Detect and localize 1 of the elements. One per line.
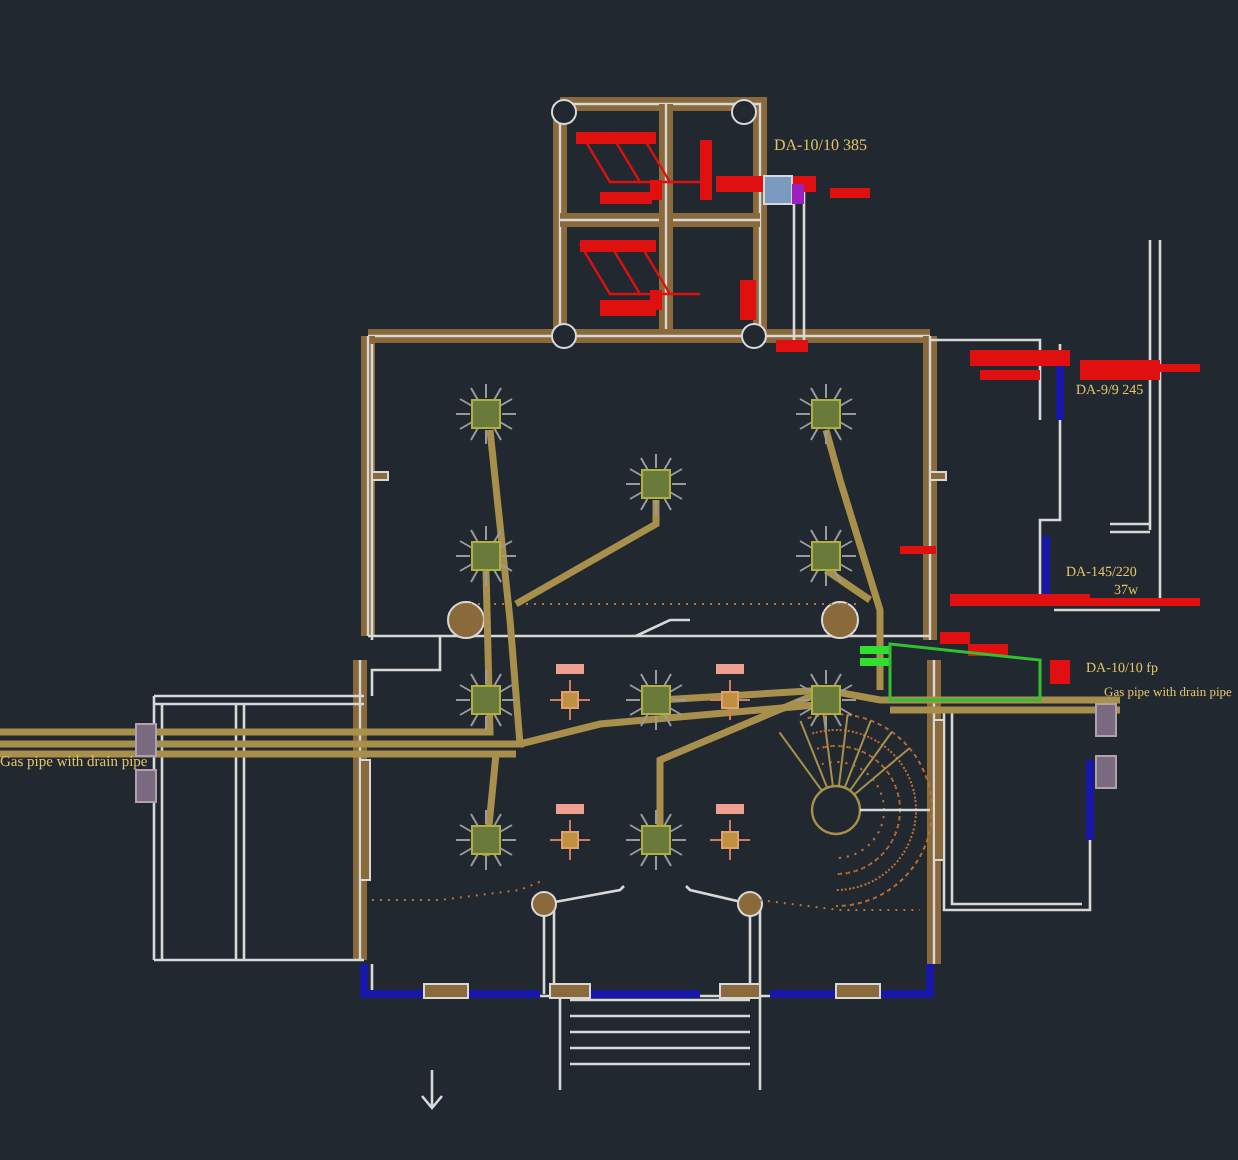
annotation-label: DA-10/10 385 (774, 138, 867, 154)
